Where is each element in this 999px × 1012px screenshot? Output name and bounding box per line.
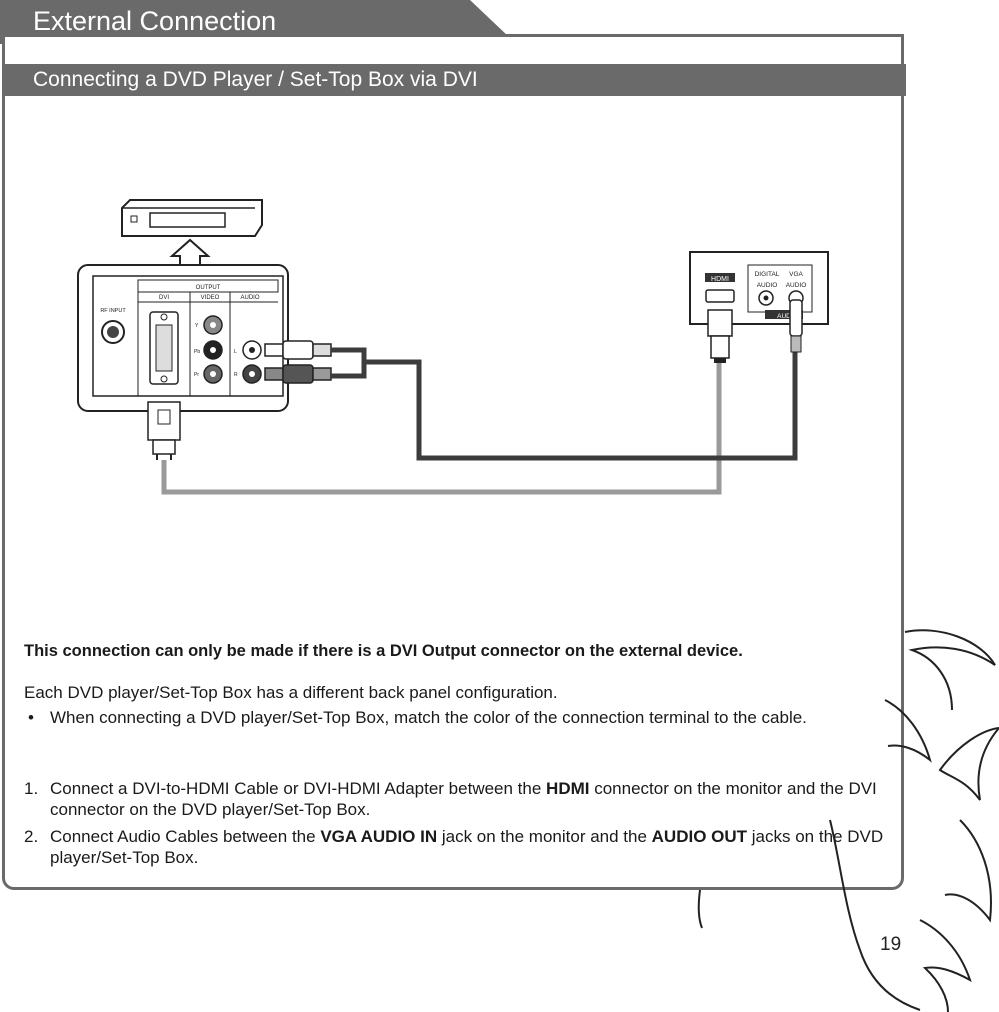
dvd-player-illustration <box>121 199 263 237</box>
pr-label: Pr <box>194 372 199 378</box>
l-label: L <box>234 349 237 355</box>
bullet-text: When connecting a DVD player/Set-Top Box… <box>50 708 807 727</box>
section-title: External Connection <box>33 6 277 36</box>
pb-label: Pb <box>194 349 200 355</box>
audio-cable-plugs <box>264 340 332 384</box>
vga-audio-label: VGA <box>789 271 803 278</box>
step-2-bold-1: VGA AUDIO IN <box>320 827 438 846</box>
step-2-bold-2: AUDIO OUT <box>651 827 748 846</box>
step-2-text-a: Connect Audio Cables between the <box>50 827 321 846</box>
step-2-number: 2. <box>24 827 39 846</box>
bullet-item: • When connecting a DVD player/Set-Top B… <box>24 707 904 728</box>
page-number: 19 <box>880 934 902 955</box>
intro-paragraph: Each DVD player/Set-Top Box has a differ… <box>24 683 558 702</box>
dvi-plug <box>147 401 181 460</box>
audio-cable <box>331 347 798 461</box>
floral-ornament-icon <box>697 629 999 1012</box>
digital-audio-label: DIGITAL <box>755 271 780 278</box>
video-label: VIDEO <box>201 295 220 301</box>
audio-label: AUDIO <box>240 295 259 301</box>
step-1-number: 1. <box>24 779 39 798</box>
hdmi-label: HDMI <box>711 276 729 283</box>
vga-audio-label-2: AUDIO <box>786 282 807 289</box>
r-label: R <box>234 372 238 378</box>
step-1: 1. Connect a DVI-to-HDMI Cable or DVI-HD… <box>24 778 904 820</box>
digital-audio-label-2: AUDIO <box>757 282 778 289</box>
connection-diagram: OUTPUT DVI VIDEO AUDIO RF INPUT Y Pb Pr … <box>77 199 829 495</box>
dvi-hdmi-cable <box>161 360 722 495</box>
up-arrow-icon <box>169 238 211 267</box>
step-1-bold: HDMI <box>546 779 590 798</box>
step-2-text-b: jack on the monitor and the <box>437 827 652 846</box>
step-1-text-b: connector on the monitor and the DVI con… <box>50 779 877 819</box>
step-2-text-c: jacks on the DVD player/Set-Top Box. <box>50 827 884 867</box>
subsection-bar <box>3 64 906 96</box>
y-label: Y <box>195 323 199 329</box>
step-2: 2. Connect Audio Cables between the VGA … <box>24 826 904 868</box>
aud-label: AUD <box>777 313 791 320</box>
device-back-panel: OUTPUT DVI VIDEO AUDIO RF INPUT Y Pb Pr … <box>77 264 289 412</box>
subsection-title: Connecting a DVD Player / Set-Top Box vi… <box>33 68 478 91</box>
output-label: OUTPUT <box>196 285 221 291</box>
dvi-label: DVI <box>159 295 169 301</box>
content-frame <box>2 34 904 890</box>
bullet-mark: • <box>28 708 34 727</box>
step-1-text-a: Connect a DVI-to-HDMI Cable or DVI-HDMI … <box>50 779 547 798</box>
dvi-requirement-note: This connection can only be made if ther… <box>24 642 743 660</box>
stereo-plug <box>789 299 803 353</box>
hdmi-plug <box>707 309 733 363</box>
rf-input-label: RF INPUT <box>100 308 126 314</box>
